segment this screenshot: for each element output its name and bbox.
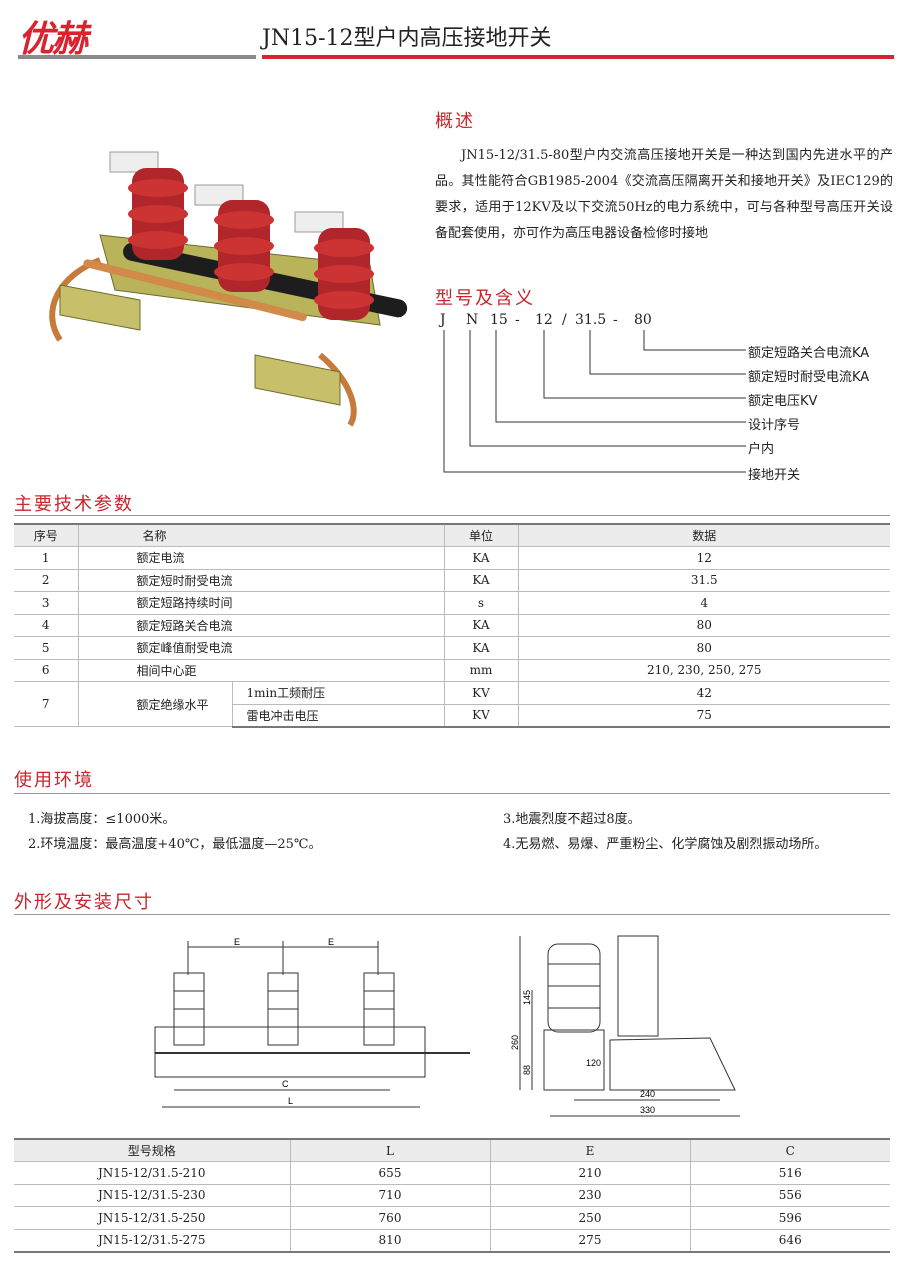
code-80: 80 bbox=[634, 312, 652, 328]
code-J: J bbox=[440, 312, 446, 328]
specs-header-row: 序号 名称 单位 数据 bbox=[14, 523, 890, 547]
dim-label-L: L bbox=[288, 1096, 293, 1106]
col-E: E bbox=[490, 1138, 691, 1162]
code-dash-1: - bbox=[515, 312, 520, 328]
table-row: JN15-12/31.5-210 655 210 516 bbox=[14, 1161, 890, 1185]
meaning-earthing-switch: 接地开关 bbox=[748, 468, 801, 483]
meaning-design-number: 设计序号 bbox=[748, 418, 801, 433]
insulator-2 bbox=[194, 184, 274, 292]
col-name: 名称 bbox=[78, 523, 445, 547]
col-no: 序号 bbox=[14, 523, 79, 547]
environment-heading: 使用环境 bbox=[14, 770, 94, 791]
env-item-seismic: 3.地震烈度不超过8度。 bbox=[503, 812, 641, 827]
copper-rod bbox=[83, 259, 307, 322]
col-value: 数据 bbox=[518, 523, 890, 547]
insulator-1 bbox=[109, 151, 188, 260]
header-rule-grey bbox=[18, 55, 256, 59]
table-row: 5 额定峰值耐受电流 KA 80 bbox=[14, 636, 890, 660]
dimensions-heading: 外形及安装尺寸 bbox=[14, 892, 154, 913]
environment-rule bbox=[14, 793, 890, 794]
env-item-hazards: 4.无易燃、易爆、严重粉尘、化学腐蚀及剧烈振动场所。 bbox=[503, 837, 828, 852]
table-row: 1 额定电流 KA 12 bbox=[14, 546, 890, 570]
dimensions-header-row: 型号规格 L E C bbox=[14, 1138, 890, 1162]
col-unit: 单位 bbox=[444, 523, 519, 547]
overview-heading: 概述 bbox=[435, 111, 475, 132]
meaning-rated-voltage: 额定电压KV bbox=[748, 394, 818, 409]
env-item-altitude: 1.海拔高度：≤1000米。 bbox=[28, 812, 176, 827]
dim-label-120: 120 bbox=[586, 1058, 601, 1068]
side-view-drawing: 260 145 88 120 240 330 bbox=[510, 935, 740, 1117]
table-row: 4 额定短路关合电流 KA 80 bbox=[14, 614, 890, 637]
dim-label-88: 88 bbox=[522, 1065, 532, 1075]
table-row: JN15-12/31.5-230 710 230 556 bbox=[14, 1184, 890, 1207]
code-dash-2: - bbox=[613, 312, 618, 328]
brand-logo: 优赫 bbox=[18, 19, 88, 60]
dim-label-145: 145 bbox=[522, 990, 532, 1005]
specs-table: 序号 名称 单位 数据 1 额定电流 KA 12 2 额定短时耐受电流 KA 3… bbox=[14, 523, 890, 728]
table-row: JN15-12/31.5-250 760 250 596 bbox=[14, 1206, 890, 1230]
dim-label-E2: E bbox=[328, 937, 334, 947]
dim-label-E1: E bbox=[234, 937, 240, 947]
col-model: 型号规格 bbox=[14, 1138, 291, 1162]
insulator-3 bbox=[294, 211, 374, 320]
code-15: 15 bbox=[490, 312, 508, 328]
col-C: C bbox=[690, 1138, 890, 1162]
model-leader-lines bbox=[443, 330, 746, 473]
front-view-drawing: E E C L bbox=[154, 937, 470, 1108]
table-row: 2 额定短时耐受电流 KA 31.5 bbox=[14, 569, 890, 592]
dimensions-rule bbox=[14, 914, 890, 915]
col-L: L bbox=[290, 1138, 491, 1162]
page-title: JN15-12型户内高压接地开关 bbox=[262, 26, 552, 51]
meaning-indoor: 户内 bbox=[748, 442, 775, 457]
table-row: 3 额定短路持续时间 s 4 bbox=[14, 591, 890, 615]
env-item-temperature: 2.环境温度：最高温度+40℃，最低温度—25℃。 bbox=[28, 837, 322, 852]
table-row: 雷电冲击电压 KV 75 bbox=[14, 704, 890, 728]
specs-rule bbox=[14, 515, 890, 516]
table-row: 6 相间中心距 mm 210, 230, 250, 275 bbox=[14, 659, 890, 682]
dim-label-330: 330 bbox=[640, 1105, 655, 1115]
meaning-withstand-current: 额定短时耐受电流KA bbox=[748, 370, 870, 385]
code-slash: / bbox=[562, 312, 567, 328]
code-12: 12 bbox=[535, 312, 553, 328]
overview-text: JN15-12/31.5-80型户内交流高压接地开关是一种达到国内先进水平的产品… bbox=[435, 148, 893, 241]
header-rule-red bbox=[262, 55, 894, 59]
dim-label-240: 240 bbox=[640, 1089, 655, 1099]
code-N: N bbox=[466, 312, 479, 328]
meaning-making-current: 额定短路关合电流KA bbox=[748, 346, 870, 361]
table-row: 7 额定绝缘水平 1min工频耐压 KV 42 bbox=[14, 681, 890, 727]
product-photo bbox=[49, 151, 408, 427]
dim-label-C: C bbox=[282, 1079, 289, 1089]
dimensions-table: 型号规格 L E C JN15-12/31.5-210 655 210 516 … bbox=[14, 1138, 890, 1253]
model-heading: 型号及含义 bbox=[435, 288, 535, 309]
dim-label-260: 260 bbox=[510, 1035, 520, 1050]
table-row: JN15-12/31.5-275 810 275 646 bbox=[14, 1229, 890, 1253]
code-31-5: 31.5 bbox=[575, 312, 607, 328]
specs-heading: 主要技术参数 bbox=[14, 494, 134, 515]
